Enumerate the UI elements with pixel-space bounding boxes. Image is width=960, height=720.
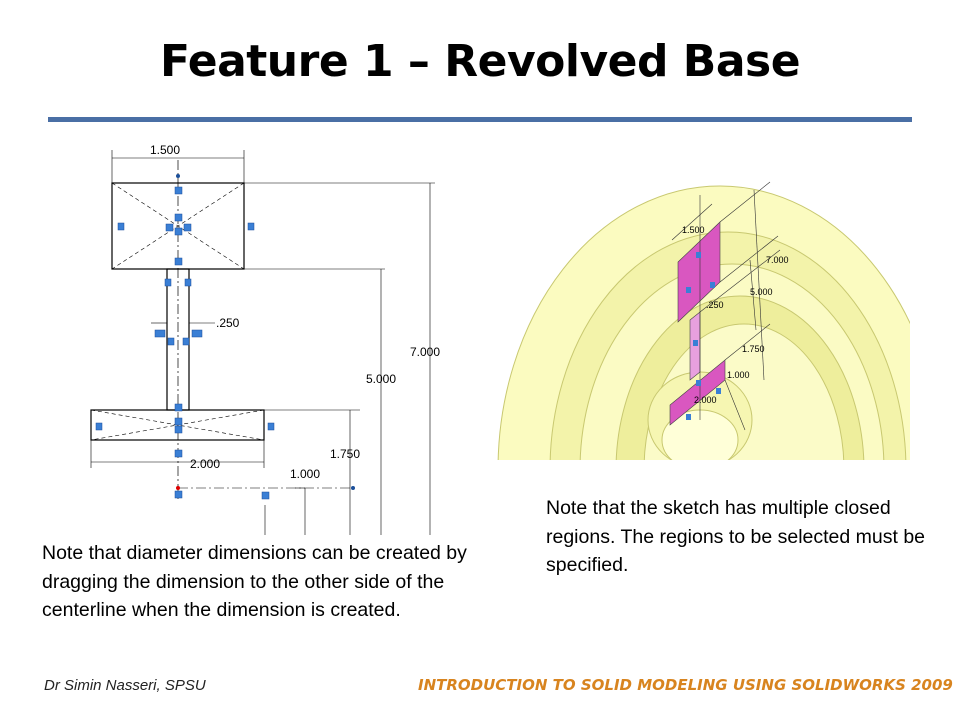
model-dim-bottom-width[interactable]: 2.000	[694, 395, 717, 405]
sketch-2d-drawing: 1.500 .250 7.000 5.000 1.750 2.000 1.000	[90, 143, 440, 535]
dim-lower-height[interactable]: 1.750	[330, 447, 360, 461]
model-dim-mid-height[interactable]: 5.000	[750, 287, 773, 297]
model-dim-axis-offset[interactable]: 1.000	[727, 370, 750, 380]
dim-axis-offset[interactable]: 1.000	[290, 467, 320, 481]
model-dim-overall-height[interactable]: 7.000	[766, 255, 789, 265]
model-dim-top-width[interactable]: 1.500	[682, 225, 705, 235]
dim-mid-height[interactable]: 5.000	[366, 372, 396, 386]
model-dim-lower-height[interactable]: 1.750	[742, 344, 765, 354]
model-dim-neck-width[interactable]: .250	[706, 300, 724, 310]
footer-author: Dr Simin Nasseri, SPSU	[44, 677, 206, 694]
title-underline	[48, 117, 912, 122]
dim-neck-width[interactable]: .250	[216, 316, 240, 330]
dim-bottom-width[interactable]: 2.000	[190, 457, 220, 471]
note-diameter-dimensions: Note that diameter dimensions can be cre…	[42, 542, 467, 621]
slide-title: Feature 1 – Revolved Base	[159, 36, 801, 87]
note-closed-regions: Note that the sketch has multiple closed…	[546, 497, 926, 576]
revolved-model-view: 1.500 7.000 5.000 .250 1.750 1.000 2.000	[486, 181, 910, 464]
footer-course-title: INTRODUCTION TO SOLID MODELING USING SOL…	[418, 676, 953, 694]
dim-overall-height[interactable]: 7.000	[410, 345, 440, 359]
dim-top-width[interactable]: 1.500	[150, 143, 180, 157]
